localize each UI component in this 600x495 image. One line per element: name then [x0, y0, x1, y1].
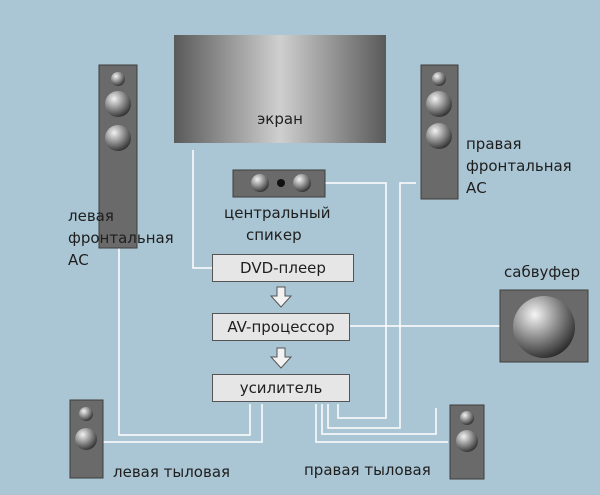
woofer-icon [293, 174, 311, 192]
arrow-down-icon [269, 286, 293, 308]
left-front-label-2: фронтальная [68, 229, 174, 247]
amplifier-box: усилитель [212, 374, 350, 402]
wire-leftfront-amp [118, 248, 251, 436]
wire-rightrear-amp [315, 404, 448, 443]
woofer-icon [426, 123, 452, 149]
subwoofer-cone-icon [513, 296, 575, 358]
woofer-icon [251, 174, 269, 192]
left-rear-speaker [69, 399, 104, 479]
tweeter-icon [111, 72, 125, 86]
av-processor-box: AV-процессор [212, 313, 350, 341]
wire-screen-dvd [192, 150, 212, 269]
center-speaker-label-2: спикер [246, 226, 302, 244]
wire-rightrear-branch [321, 404, 437, 435]
woofer-icon [426, 91, 452, 117]
right-front-label-2: фронтальная [466, 157, 572, 175]
left-front-speaker [98, 64, 138, 249]
left-rear-label: левая тыловая [113, 463, 231, 481]
tweeter-icon [460, 411, 474, 425]
center-speaker [232, 169, 326, 198]
arrow-down-icon [269, 347, 293, 369]
tweeter-icon [277, 179, 285, 187]
wire-rightfront-amp [327, 182, 416, 429]
dvd-player-box: DVD-плеер [212, 254, 354, 282]
right-front-label-3: АС [466, 179, 487, 197]
center-speaker-label-1: центральный [224, 204, 331, 222]
right-rear-speaker [449, 404, 485, 480]
right-rear-label: правая тыловая [304, 461, 431, 479]
right-front-speaker [420, 64, 459, 200]
wire-center-amp [325, 182, 387, 419]
left-front-label-1: левая [68, 207, 114, 225]
woofer-icon [105, 91, 131, 117]
signal-wires [103, 150, 500, 443]
subwoofer-label: сабвуфер [504, 263, 580, 281]
woofer-icon [75, 428, 97, 450]
screen [174, 35, 386, 143]
tweeter-icon [79, 407, 93, 421]
right-front-label-1: правая [466, 135, 522, 153]
wire-leftrear-amp [103, 404, 263, 443]
woofer-icon [456, 430, 478, 452]
woofer-icon [105, 125, 131, 151]
screen-label: экран [257, 110, 303, 128]
left-front-label-3: АС [68, 251, 89, 269]
tweeter-icon [432, 72, 446, 86]
subwoofer [499, 289, 589, 363]
